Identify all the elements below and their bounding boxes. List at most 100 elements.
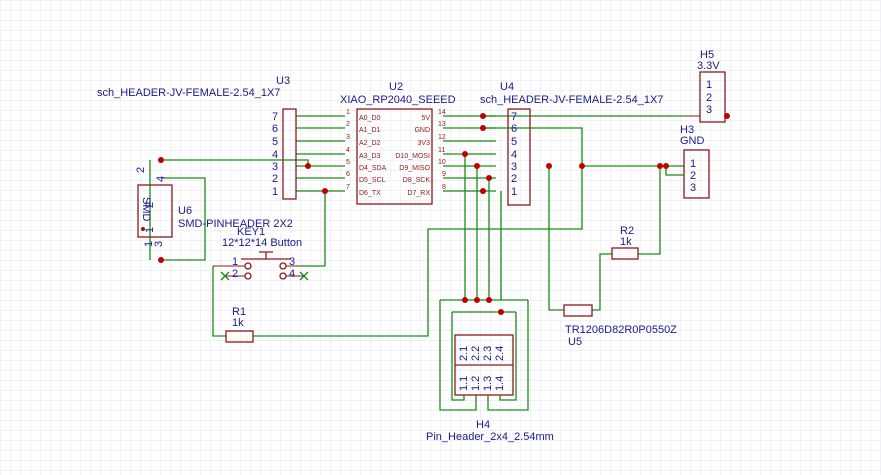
u4-pin-num: 7 [511, 111, 517, 123]
u3-pin-num: 6 [272, 123, 278, 135]
key1-pin-num: 4 [289, 268, 295, 280]
key1-pin-lines [213, 265, 305, 277]
junction-dot [474, 163, 480, 169]
h5-header[interactable]: H5 3.3V 1 2 3 [684, 49, 726, 123]
u2-body [356, 108, 433, 205]
u6-pin1-marker [141, 227, 145, 231]
key1-pin-num: 3 [289, 256, 295, 268]
junction-dot [498, 309, 504, 315]
u2-pin-name: GND [414, 127, 430, 134]
u4-pin-num: 2 [511, 173, 517, 185]
no-connect-icon [299, 271, 309, 281]
junction-dot [480, 113, 486, 119]
wire-h4-outer-right[interactable] [487, 300, 529, 411]
u6-pin-num: 4 [155, 176, 167, 182]
wire-h4-inner-right[interactable] [499, 312, 517, 401]
u6-body [137, 184, 173, 238]
u6-inner-num: 2 [144, 202, 156, 208]
u2-pin-num: 4 [346, 147, 350, 154]
u6-pinheader[interactable]: SMD 2 4 1 3 2 1 U6 SMD-PINHEADER 2X2 [135, 167, 293, 247]
r2-designator: R2 [620, 225, 634, 237]
u4-header[interactable]: U4 sch_HEADER-JV-FEMALE-2.54_1X7 7 6 5 4… [480, 81, 663, 206]
u3-pin-num: 3 [272, 161, 278, 173]
h3-body [683, 149, 710, 199]
u2-pin-name: D4_SDA [359, 165, 387, 172]
h3-pin-num: 2 [690, 170, 696, 182]
u5-value: TR1206D82R0P0550Z [565, 324, 677, 336]
wire-h4-inner-left[interactable] [451, 312, 465, 401]
h3-header[interactable]: H3 GND 1 2 3 [680, 124, 710, 199]
r2-body [611, 247, 639, 260]
u3-header[interactable]: U3 sch_HEADER-JV-FEMALE-2.54_1X7 7 6 5 4… [97, 75, 297, 200]
u2-pin-num: 6 [346, 171, 350, 178]
wire-gnd-rail-drop[interactable] [253, 166, 583, 337]
h4-pin-num: 1.2 [470, 376, 482, 391]
wire-key1-r1[interactable] [212, 266, 226, 337]
u2-pin-name: D7_RX [407, 190, 430, 197]
h4-header[interactable]: 2.1 2.2 2.3 2.4 1.1 1.2 1.3 1.4 H4 Pin_H… [426, 334, 554, 443]
junction-dot [462, 151, 468, 157]
junction-dot [480, 125, 486, 131]
u5-designator: U5 [568, 336, 582, 348]
wire-tx-key1[interactable] [300, 191, 326, 267]
h5-pin-num: 2 [706, 92, 712, 104]
u3-pin-num: 7 [272, 111, 278, 123]
u2-pin-name: A1_D1 [359, 127, 381, 134]
u2-pin-name: 5V [421, 115, 430, 122]
junction-dot [486, 175, 492, 181]
h3-pin-num: 1 [690, 158, 696, 170]
junctions [158, 113, 730, 315]
key1-designator: KEY1 [237, 226, 265, 238]
u2-pin-name: D5_SCL [359, 177, 386, 184]
junction-dot [462, 297, 468, 303]
key1-actuator [241, 251, 291, 260]
wire-gnd-r2[interactable] [638, 166, 661, 255]
u2-pin-num: 12 [438, 134, 446, 141]
u2-pin-name: D9_MISO [399, 165, 430, 172]
u2-pin-num: 3 [346, 134, 350, 141]
r2-resistor[interactable]: R2 1k [611, 225, 639, 260]
h3-pin-num: 3 [690, 182, 696, 194]
r1-designator: R1 [232, 306, 246, 318]
u2-xiao[interactable]: U2 XIAO_RP2040_SEEED 1 2 3 4 5 6 7 A0_D0… [340, 81, 456, 205]
u2-designator: U2 [389, 81, 403, 93]
u2-pin-name: 3V3 [418, 140, 431, 147]
key1-button[interactable]: KEY1 12*12*14 Button 1 2 3 4 [213, 226, 309, 281]
r1-resistor[interactable]: R1 1k [225, 306, 254, 343]
u6-body-text: SMD [140, 197, 152, 222]
u2-pin-num: 13 [438, 121, 446, 128]
u2-pin-num: 8 [442, 184, 446, 191]
u5-body [563, 304, 593, 317]
wire-scl-u6[interactable] [161, 177, 206, 261]
u6-pin-num: 3 [153, 241, 165, 247]
u2-pin-num: 7 [346, 184, 350, 191]
junction-dot [657, 163, 663, 169]
u3-value: sch_HEADER-JV-FEMALE-2.54_1X7 [97, 87, 280, 99]
h4-value: Pin_Header_2x4_2.54mm [426, 431, 554, 443]
u6-inner-num: 1 [144, 227, 156, 233]
u2-pin-num: 1 [346, 109, 350, 116]
h5-designator: H5 [700, 49, 714, 61]
u2-right-pins: 14 13 12 11 10 9 8 5V GND 3V3 D10_MOSI D… [395, 109, 446, 197]
r2-value: 1k [620, 236, 632, 248]
u5-resistor[interactable]: TR1206D82R0P0550Z U5 [563, 304, 677, 348]
wire-u5-r2[interactable] [592, 253, 612, 311]
junction-dot [474, 297, 480, 303]
u3-designator: U3 [276, 75, 290, 87]
u3-pin-numbers: 7 6 5 4 3 2 1 [272, 111, 278, 198]
wire-gnd-rail[interactable] [483, 127, 684, 167]
wire-miso-u5[interactable] [548, 166, 564, 311]
u2-pin-name: D10_MOSI [395, 153, 430, 160]
u2-pin-num: 14 [438, 109, 446, 116]
h4-designator: H4 [476, 419, 490, 431]
h4-pin-num: 1.1 [458, 376, 470, 391]
junction-dot [546, 163, 552, 169]
junction-dot [486, 297, 492, 303]
h4-pin-num: 2.4 [494, 346, 506, 361]
r1-value: 1k [232, 317, 244, 329]
wire-h4-outer-left[interactable] [439, 300, 477, 411]
u4-pin-numbers: 7 6 5 4 3 2 1 [511, 111, 517, 198]
u2-pin-num: 9 [442, 171, 446, 178]
u4-pin-num: 3 [511, 161, 517, 173]
